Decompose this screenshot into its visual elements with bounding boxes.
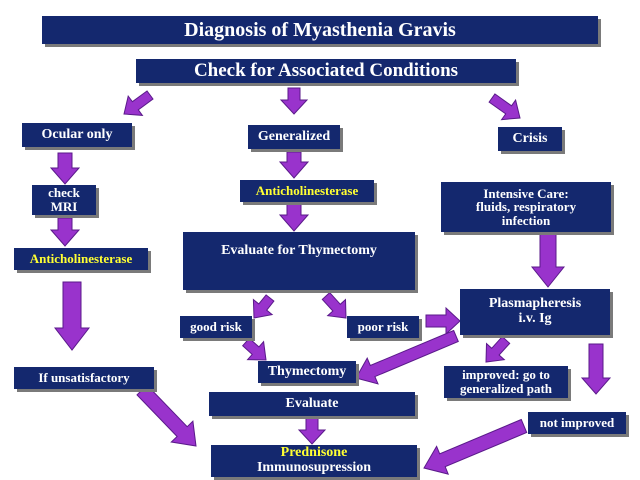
arrow-generalized-to-anticholinesterase <box>278 151 310 179</box>
thymectomy-label: Thymectomy <box>267 363 347 379</box>
intensive-care-line-2: fluids, respiratory <box>475 199 577 215</box>
intensive-care-line-3: infection <box>501 212 551 228</box>
immunosupression-label: Immunosupression <box>256 460 372 475</box>
arrow-intensive-to-plasmapheresis <box>530 233 566 288</box>
arrow-to-crisis <box>488 93 521 121</box>
prednisone-label: Prednisone <box>280 445 348 461</box>
crisis-box: Crisis <box>498 127 562 151</box>
arrow-ocular-to-mri <box>49 152 81 185</box>
thymectomy-box: Thymectomy <box>258 361 356 383</box>
generalized-box: Generalized <box>248 125 340 149</box>
page-title: Diagnosis of Myasthenia Gravis <box>184 18 456 41</box>
arrow-evaluate-to-prednisone <box>297 417 327 445</box>
not-improved-box: not improved <box>528 412 626 434</box>
anticholinesterase-mid-box: Anticholinesterase <box>240 180 374 202</box>
if-unsatisfactory-label: If unsatisfactory <box>38 370 130 386</box>
arrow-plasmapheresis-to-improved <box>485 335 511 363</box>
check-conditions-label: Check for Associated Conditions <box>193 60 459 82</box>
arrow-anticholinesterase-to-evaluate <box>278 203 310 232</box>
check-conditions-box: Check for Associated Conditions <box>136 59 516 83</box>
prednisone-box: Prednisone Immunosupression <box>211 445 417 477</box>
arrow-plasmapheresis-to-not-improved <box>580 343 612 395</box>
arrow-poor-risk-to-plasmapheresis <box>425 306 461 336</box>
poor-risk-box: poor risk <box>347 316 419 338</box>
arrow-to-generalized <box>279 87 309 115</box>
improved-line-1: improved: go to <box>462 367 550 383</box>
intensive-care-line-1: Intensive Care: <box>483 185 569 201</box>
arrow-good-risk-to-thymectomy <box>241 337 267 361</box>
arrow-to-ocular <box>123 90 154 116</box>
arrow-not-improved-to-prednisone <box>423 418 528 475</box>
crisis-label: Crisis <box>512 130 548 146</box>
generalized-label: Generalized <box>257 128 331 144</box>
arrow-unsatisfactory-to-prednisone <box>136 384 197 447</box>
improved-line-2: generalized path <box>459 381 553 396</box>
check-mri-line-1: check <box>48 185 80 201</box>
plasmapheresis-line-1: Plasmapheresis <box>488 296 582 312</box>
if-unsatisfactory-box: If unsatisfactory <box>14 367 154 389</box>
evaluate-label: Evaluate <box>285 395 339 411</box>
anticholinesterase-left-box: Anticholinesterase <box>14 248 148 270</box>
arrow-evaluate-to-poor-risk <box>321 291 347 319</box>
arrow-evaluate-to-good-risk <box>252 294 275 319</box>
arrow-anticholinesterase-to-unsatisfactory <box>53 281 91 351</box>
good-risk-label: good risk <box>190 319 242 335</box>
not-improved-label: not improved <box>539 415 615 431</box>
poor-risk-label: poor risk <box>357 319 409 335</box>
ocular-box: Ocular only <box>22 123 132 147</box>
anticholinesterase-left-label: Anticholinesterase <box>29 251 133 267</box>
plasmapheresis-line-2: i.v. Ig <box>518 311 552 326</box>
improved-box: improved: go to generalized path <box>444 366 568 398</box>
plasmapheresis-box: Plasmapheresis i.v. Ig <box>460 289 610 335</box>
check-mri-box: check MRI <box>32 185 96 215</box>
anticholinesterase-mid-label: Anticholinesterase <box>255 183 359 199</box>
evaluate-thymectomy-box: Evaluate for Thymectomy <box>183 232 415 290</box>
evaluate-thymectomy-label: Evaluate for Thymectomy <box>221 243 377 258</box>
arrow-poor-risk-to-thymectomy <box>355 329 459 385</box>
intensive-care-box: Intensive Care: fluids, respiratory infe… <box>441 182 611 232</box>
check-mri-line-2: MRI <box>50 199 78 214</box>
arrow-mri-to-anticholinesterase <box>49 217 81 247</box>
ocular-label: Ocular only <box>41 126 113 142</box>
evaluate-box: Evaluate <box>209 392 415 416</box>
good-risk-box: good risk <box>180 316 252 338</box>
title-box: Diagnosis of Myasthenia Gravis <box>42 16 598 44</box>
